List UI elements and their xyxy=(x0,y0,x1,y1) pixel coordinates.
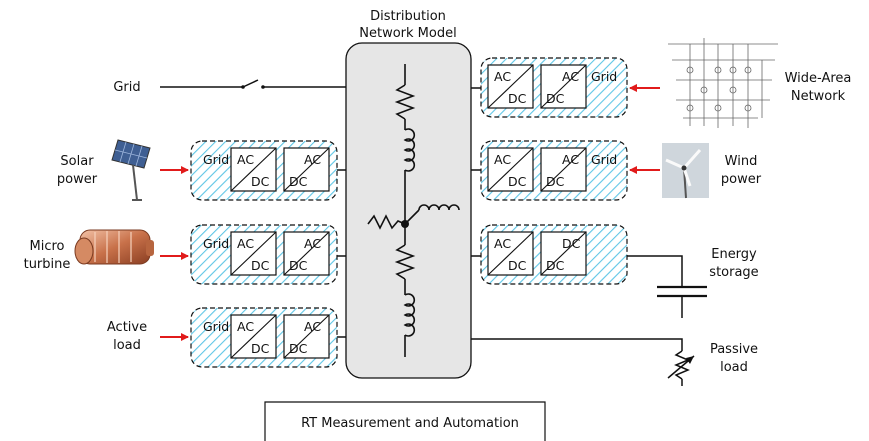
wan-label-line2: Network xyxy=(791,89,846,104)
converter-dc-label: DC xyxy=(546,174,565,189)
grid-switch xyxy=(160,79,346,88)
converter-dc-label: DC xyxy=(546,91,565,106)
rt-measurement-label: RT Measurement and Automation xyxy=(301,416,519,431)
converter-ac-label: AC xyxy=(304,319,321,334)
solar-panel-icon xyxy=(111,139,151,201)
converter-ac-label: AC xyxy=(494,236,511,251)
converter-wan: AC DC AC DC Grid xyxy=(480,57,628,118)
converter-grid-label: Grid xyxy=(203,319,229,334)
converter-ac-label: AC xyxy=(237,319,254,334)
converter-solar: Grid AC DC AC DC xyxy=(190,140,338,201)
micro-turbine-icon xyxy=(74,229,154,265)
converter-dc-label: DC xyxy=(546,258,565,273)
grid-label: Grid xyxy=(113,80,140,95)
converter-storage: AC DC DC DC xyxy=(480,224,628,285)
passive-load-symbol xyxy=(471,338,695,386)
wan-label-line1: Wide-Area xyxy=(785,71,852,86)
converter-ac-label: AC xyxy=(237,152,254,167)
rt-measurement-box xyxy=(264,401,546,441)
converter-active: Grid AC DC AC DC xyxy=(190,307,338,368)
distribution-network-box xyxy=(345,42,472,379)
converter-wind: AC DC AC DC Grid xyxy=(480,140,628,201)
converter-dc-label: DC xyxy=(508,174,527,189)
network-schematic-icon xyxy=(668,38,778,128)
storage-label-line2: storage xyxy=(709,265,758,280)
micro-label-line2: turbine xyxy=(24,257,71,272)
center-title-line1: Distribution xyxy=(370,9,446,24)
switch-contact-left xyxy=(241,85,245,89)
converter-dc-label: DC xyxy=(562,236,581,251)
converter-dc-label: DC xyxy=(251,341,270,356)
converter-grid-label: Grid xyxy=(203,152,229,167)
network-circuit xyxy=(367,64,460,357)
active-label-line1: Active xyxy=(107,320,147,335)
converter-dc-label: DC xyxy=(508,91,527,106)
converter-ac-label: AC xyxy=(237,236,254,251)
converter-dc-label: DC xyxy=(508,258,527,273)
potentiometer-arrowhead xyxy=(686,356,694,364)
storage-label-line1: Energy xyxy=(711,247,757,262)
converter-dc-label: DC xyxy=(289,174,308,189)
converter-grid-label: Grid xyxy=(591,152,617,167)
converter-ac-label: AC xyxy=(304,152,321,167)
network-node xyxy=(401,220,409,228)
converter-dc-label: DC xyxy=(289,341,308,356)
converter-ac-label: AC xyxy=(494,69,511,84)
converter-grid-label: Grid xyxy=(203,236,229,251)
passive-label-line1: Passive xyxy=(710,342,758,357)
wind-label-line2: power xyxy=(721,172,762,187)
converter-ac-label: AC xyxy=(494,152,511,167)
micro-label-line1: Micro xyxy=(30,239,65,254)
center-title-line2: Network Model xyxy=(359,26,456,41)
converter-dc-label: DC xyxy=(251,258,270,273)
converter-dc-label: DC xyxy=(289,258,308,273)
wind-turbine-icon xyxy=(662,143,709,199)
converter-dc-label: DC xyxy=(251,174,270,189)
converter-ac-label: AC xyxy=(562,69,579,84)
passive-label-line2: load xyxy=(720,360,748,375)
active-label-line2: load xyxy=(113,338,141,353)
converter-grid-label: Grid xyxy=(591,69,617,84)
converter-ac-label: AC xyxy=(562,152,579,167)
wind-label-line1: Wind xyxy=(725,154,758,169)
solar-label-line1: Solar xyxy=(60,154,94,169)
switch-contact-right xyxy=(261,85,265,89)
converter-ac-label: AC xyxy=(304,236,321,251)
capacitor-symbol xyxy=(627,255,707,318)
solar-label-line2: power xyxy=(57,172,98,187)
converter-micro: Grid AC DC AC DC xyxy=(190,224,338,285)
